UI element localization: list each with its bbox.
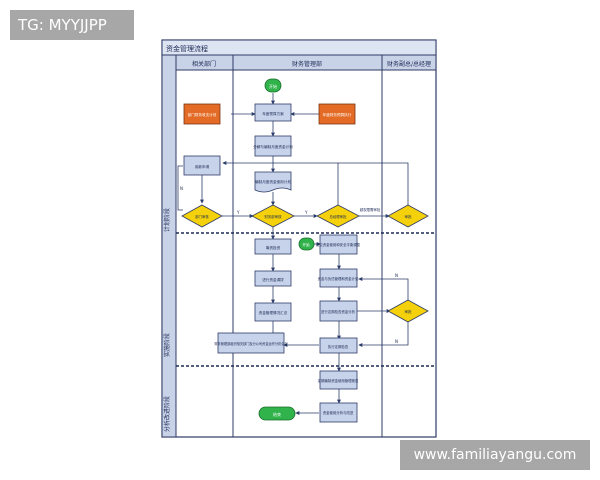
edge-label: N bbox=[395, 339, 398, 344]
manage-label: 资金与负债管理和资金计划 bbox=[318, 276, 359, 281]
dept-review-decision bbox=[181, 204, 223, 228]
watermark-bottom-right: www.familiayangu.com bbox=[400, 440, 590, 470]
edge-label: Y bbox=[304, 210, 308, 215]
column-header: 财务副总/总经理 bbox=[387, 60, 431, 68]
approve-right-decision bbox=[387, 204, 429, 228]
start-label: 开始 bbox=[302, 242, 310, 247]
diagram-frame bbox=[161, 39, 437, 438]
phase-label: 分析改进阶段 bbox=[163, 396, 171, 432]
improve-label: 资金使用分析与改进 bbox=[323, 410, 354, 415]
watermark-top-left: TG: MYYJJPP bbox=[10, 10, 134, 40]
approve-exec-decision bbox=[387, 299, 429, 323]
summary-label: 财务管理部组织相关部门及分公司资金运作分析会议 bbox=[214, 341, 288, 346]
doc-left bbox=[183, 103, 221, 125]
end-label: 结束 bbox=[273, 411, 281, 417]
edge-label: N bbox=[180, 186, 183, 191]
fund-apply-label: 用款申请 bbox=[195, 164, 210, 169]
improve-node bbox=[319, 402, 358, 423]
analyze-node bbox=[254, 135, 292, 157]
control-node bbox=[319, 300, 358, 322]
execute-ctrl-label: 执行定期检查 bbox=[328, 344, 349, 349]
edge-label: N bbox=[395, 273, 398, 278]
edge-label: 超权限需审批 bbox=[360, 207, 381, 212]
column-header: 相关部门 bbox=[192, 60, 216, 68]
compile-node bbox=[254, 171, 292, 193]
fund-apply-node bbox=[183, 155, 221, 176]
collect-node bbox=[254, 302, 292, 322]
start-label: 开始 bbox=[269, 83, 277, 89]
phase-label: 实施阶段 bbox=[163, 333, 171, 357]
analyze-label: 分解与编制月度资金计划 bbox=[253, 144, 293, 149]
plan-label: 年度预算方案 bbox=[262, 111, 284, 116]
doc-right bbox=[318, 103, 356, 125]
plan-node bbox=[254, 103, 292, 122]
end-node bbox=[258, 406, 296, 421]
dept-review-label: 部门审核 bbox=[195, 214, 209, 219]
doc-right-label: 年度财务预算执行 bbox=[323, 112, 352, 117]
doc-left-label: 部门财务收支计划 bbox=[188, 112, 217, 117]
approve-decision bbox=[316, 204, 360, 228]
reserve-label: 提交资金使用和安全平衡调整 bbox=[316, 242, 361, 247]
raise-fund-node bbox=[254, 238, 292, 255]
approve-exec-label: 审批 bbox=[404, 309, 412, 314]
phase-label: 计划阶段 bbox=[163, 208, 171, 232]
exec-label: 进行资金调拨 bbox=[262, 277, 284, 282]
manage-node bbox=[319, 268, 358, 288]
fin-review-label: 财务部审核 bbox=[265, 214, 283, 219]
column-header: 财务管理部 bbox=[292, 60, 322, 68]
fin-review-decision bbox=[251, 204, 295, 228]
approve-right-label: 审批 bbox=[404, 214, 412, 219]
exec-node bbox=[254, 270, 292, 287]
start-node-secondary bbox=[298, 237, 315, 251]
raise-fund-label: 筹资投资 bbox=[266, 245, 281, 250]
summary-node bbox=[217, 332, 285, 354]
diagram-title: 资金管理流程 bbox=[166, 44, 208, 53]
start-node bbox=[264, 78, 282, 93]
control-label: 进行定期检查资金分析 bbox=[321, 309, 356, 314]
report-label: 定期编制资金使用管理报表 bbox=[318, 378, 359, 383]
phase-column bbox=[161, 54, 177, 438]
collect-label: 资金管理情况汇总 bbox=[259, 310, 288, 315]
compile-label: 编制月度资金使用计划 bbox=[255, 179, 291, 184]
execute-ctrl-node bbox=[319, 337, 358, 354]
report-node bbox=[319, 370, 358, 390]
approve-decision-label: 总经理审批 bbox=[330, 214, 348, 219]
reserve-node bbox=[319, 234, 358, 255]
edge-label: Y bbox=[236, 210, 240, 215]
